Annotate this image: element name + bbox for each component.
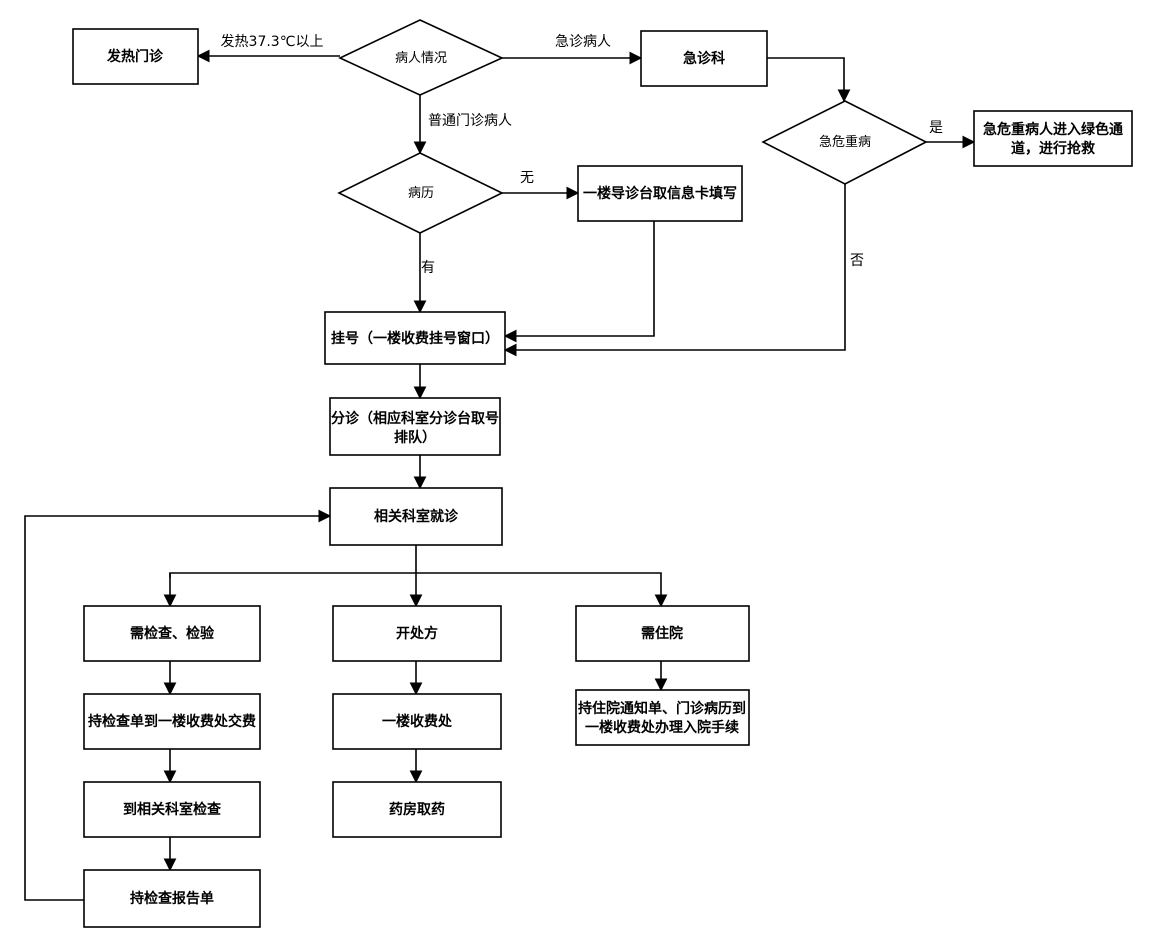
- admission-procedure-box: [575, 689, 750, 746]
- do-exam-box: [83, 781, 261, 838]
- admission-procedure-line-1: 持住院通知单、门诊病历到: [578, 700, 746, 717]
- info-card-label: 一楼导诊台取信息卡填写: [583, 185, 737, 202]
- prescription-label: 开处方: [396, 625, 438, 642]
- triage-line-1: 分诊（相应科室分诊台取号: [331, 410, 499, 427]
- pay-exam-box: [83, 693, 261, 750]
- edge-report-back-to-consultation: [24, 509, 332, 901]
- registration-label: 挂号（一楼收费挂号窗口）: [331, 330, 499, 347]
- prescription-box: [332, 605, 502, 662]
- edge-to-need-admission: [416, 572, 668, 608]
- edge-critical-to-registration: [503, 184, 846, 357]
- edge-label-has-record: 有: [421, 260, 435, 276]
- patient-condition-diamond: [338, 19, 504, 96]
- critical-check-diamond: [761, 100, 928, 185]
- need-exam-label: 需检查、检验: [130, 625, 215, 642]
- exam-report-box: [83, 869, 261, 928]
- pharmacy-box: [332, 781, 502, 838]
- edge-label-emergency-patient: 急诊病人: [555, 34, 611, 50]
- consultation-label: 相关科室就诊: [374, 508, 459, 525]
- fever-clinic-box: [72, 28, 199, 85]
- triage-line-2: 排队）: [394, 429, 436, 446]
- pay-prescription-label: 一楼收费处: [382, 713, 453, 730]
- edge-labels: 发热37.3℃以上 急诊病人 普通门诊病人 是 否 无 有: [221, 34, 943, 276]
- admission-procedure-line-2: 一楼收费处办理入院手续: [585, 719, 739, 736]
- exam-report-label: 持检查报告单: [130, 890, 214, 907]
- fever-clinic-label: 发热门诊: [106, 48, 164, 65]
- patient-condition-label: 病人情况: [395, 51, 447, 66]
- edge-label-outpatient: 普通门诊病人: [428, 113, 512, 129]
- green-channel-box: [973, 110, 1133, 167]
- need-admission-box: [575, 605, 750, 662]
- critical-check-label: 急危重病: [819, 134, 871, 150]
- pay-prescription-box: [332, 693, 502, 750]
- pharmacy-label: 药房取药: [389, 801, 445, 818]
- edge-label-yes-critical: 是: [929, 120, 943, 136]
- edge-info-card-to-registration: [503, 221, 655, 343]
- pay-exam-label: 持检查单到一楼收费处交费: [88, 713, 256, 730]
- need-admission-label: 需住院: [641, 625, 683, 642]
- nodes: 发热门诊 病人情况 急诊科 急危重病 急危重病人进入绿色通 道，进行抢救 病历 …: [72, 19, 1133, 928]
- green-channel-line-1: 急危重病人进入绿色通: [983, 121, 1123, 138]
- registration-box: [324, 311, 506, 365]
- edges: [24, 49, 976, 901]
- green-channel-line-2: 道，进行抢救: [1011, 140, 1096, 157]
- medical-record-label: 病历: [408, 186, 434, 201]
- edge-label-fever: 发热37.3℃以上: [221, 34, 324, 50]
- edge-label-no-critical: 否: [850, 253, 864, 269]
- consultation-box: [329, 487, 503, 546]
- edge-label-no-record: 无: [520, 170, 534, 186]
- info-card-box: [577, 165, 743, 222]
- emergency-dept-box: [640, 30, 768, 87]
- edge-to-critical-check: [767, 57, 851, 103]
- medical-record-diamond: [337, 152, 504, 234]
- need-exam-box: [83, 605, 261, 662]
- edge-split-left: [169, 545, 417, 578]
- do-exam-label: 到相关科室检查: [123, 801, 222, 818]
- triage-box: [329, 397, 501, 456]
- emergency-dept-label: 急诊科: [683, 50, 725, 67]
